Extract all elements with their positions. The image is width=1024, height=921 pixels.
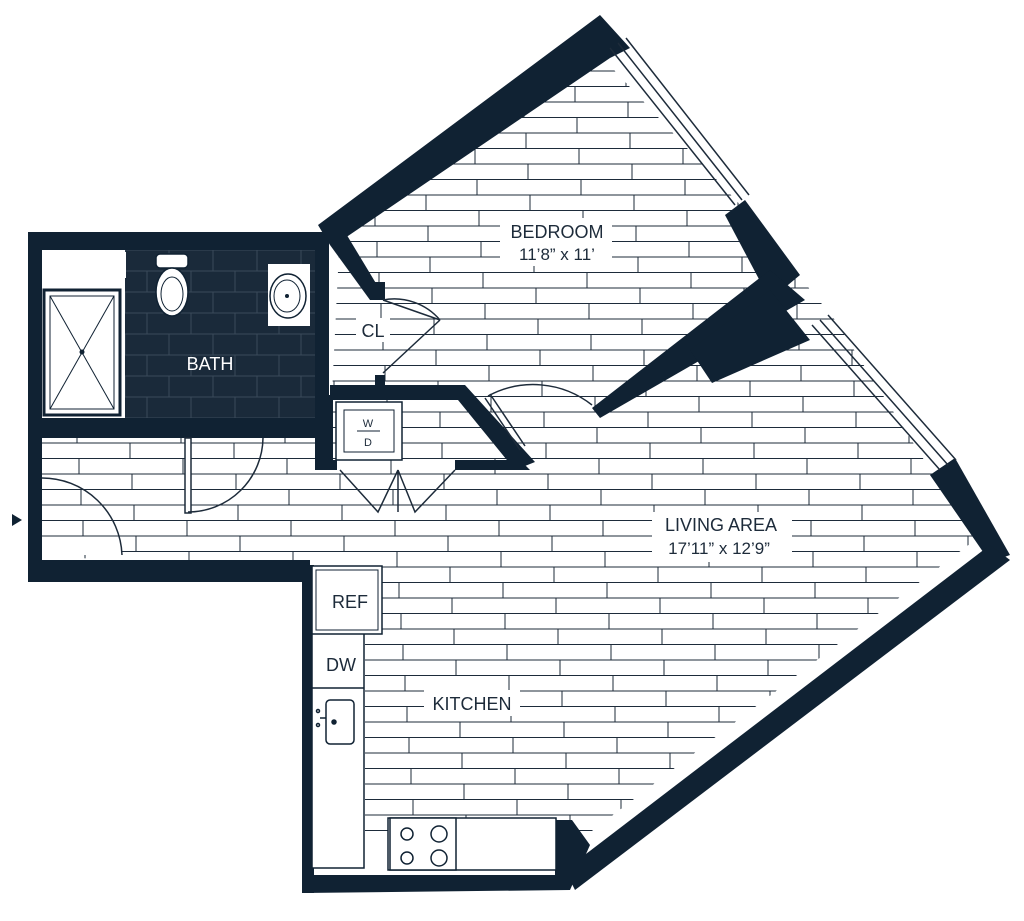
stove-icon: [389, 817, 457, 871]
bath-cabinet: [100, 252, 126, 278]
washer-label: W: [363, 418, 374, 430]
kitchen-sink-icon: [315, 699, 355, 745]
wd-bifold-door: [339, 469, 456, 514]
washer-dryer: W D: [335, 401, 403, 461]
bath-sink-icon: [268, 264, 310, 326]
living-window: [811, 314, 957, 471]
bath-label: BATH: [187, 354, 234, 374]
bath-tile-floor: [125, 250, 315, 418]
bath-name: BATH: [187, 354, 234, 374]
dishwasher: DW: [312, 655, 364, 689]
bedroom-door: [484, 383, 593, 451]
refrigerator: REF: [311, 565, 383, 635]
bath-door: [184, 437, 264, 514]
bedroom-window: [609, 37, 750, 206]
dishwasher-label: DW: [326, 655, 356, 675]
refrigerator-label: REF: [332, 592, 368, 612]
shower: [42, 288, 122, 417]
dryer-label: D: [364, 437, 372, 449]
living-dims: 17’11” x 12’9”: [668, 539, 770, 558]
toilet-icon: [155, 253, 189, 317]
living-name: LIVING AREA: [665, 515, 777, 535]
living-label: LIVING AREA 17’11” x 12’9”: [652, 512, 792, 562]
closet-door: [382, 298, 441, 374]
closet-name: CL: [361, 321, 384, 341]
bedroom-dims: 11’8” x 11’: [519, 245, 595, 264]
kitchen-name: KITCHEN: [432, 694, 511, 714]
bedroom-label: BEDROOM 11’8” x 11’: [500, 218, 612, 266]
kitchen-label: KITCHEN: [424, 690, 520, 716]
wood-floor: [42, 55, 975, 840]
entry-door: [41, 477, 123, 556]
bedroom-name: BEDROOM: [510, 222, 603, 242]
walls: [28, 15, 1010, 893]
closet-label: CL: [356, 318, 390, 342]
entry-arrow-icon: [12, 514, 22, 526]
